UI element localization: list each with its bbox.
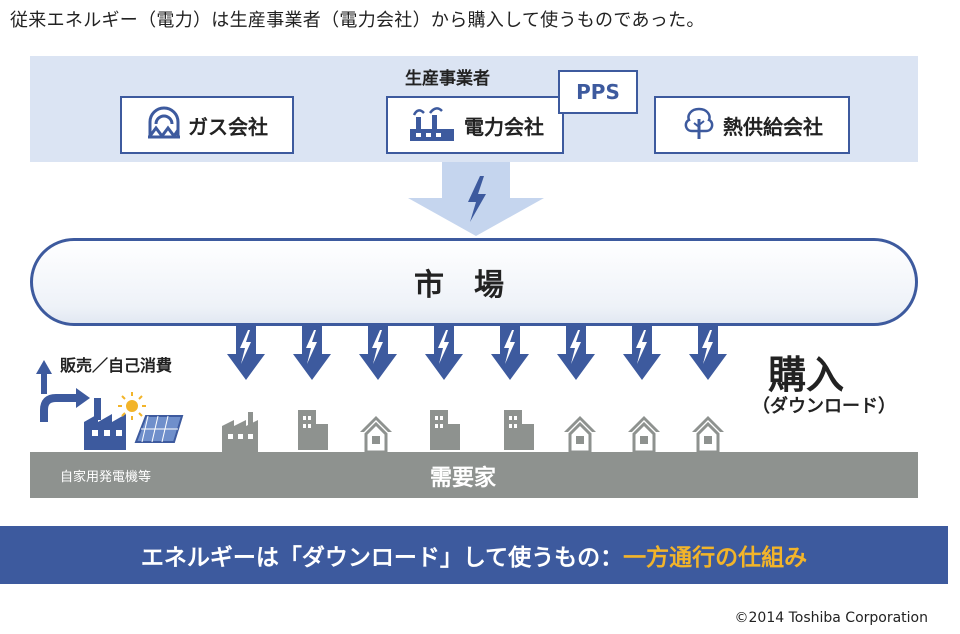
banner-main-text: エネルギーは「ダウンロード」して使うもの：	[140, 545, 624, 571]
download-arrow-5	[491, 324, 529, 380]
download-arrow-2	[293, 324, 331, 380]
demand-label: 需要家	[430, 466, 497, 491]
house-icon	[360, 416, 392, 454]
purchase-sublabel: （ダウンロード）	[752, 396, 896, 417]
factory-icon	[222, 412, 258, 452]
gas-tank-icon	[146, 106, 182, 145]
house-icon	[692, 416, 724, 454]
house-icon	[564, 416, 596, 454]
gas-company-label: ガス会社	[188, 114, 268, 139]
house-icon	[628, 416, 660, 454]
self-generation-label: 自家用発電機等	[60, 470, 152, 485]
producer-title: 生産事業者	[405, 69, 490, 89]
download-arrow-7	[623, 324, 661, 380]
market: 市場	[30, 238, 918, 326]
self-generation-icon	[84, 392, 184, 450]
power-company-box: 電力会社	[386, 96, 564, 154]
download-arrow-4	[425, 324, 463, 380]
download-arrow-8	[689, 324, 727, 380]
power-plant-icon	[406, 103, 458, 148]
power-company-label: 電力会社	[464, 114, 544, 139]
gas-company-box: ガス会社	[120, 96, 294, 154]
building-icon	[298, 410, 328, 450]
tree-icon	[681, 105, 717, 146]
heat-company-box: 熱供給会社	[654, 96, 850, 154]
self-sale-arrow-icon	[36, 360, 90, 422]
lightning-icon	[468, 176, 486, 222]
demand-band	[30, 452, 918, 498]
purchase-label: 購入	[768, 353, 845, 397]
caption: 従来エネルギー（電力）は生産事業者（電力会社）から購入して使うものであった。	[10, 10, 705, 31]
download-arrow-3	[359, 324, 397, 380]
supply-arrow	[408, 162, 544, 236]
self-sale-label: 販売／自己消費	[60, 356, 173, 375]
download-arrow-6	[557, 324, 595, 380]
heat-company-label: 熱供給会社	[723, 114, 823, 139]
pps-box: PPS	[558, 70, 638, 114]
building-icon	[430, 410, 460, 450]
download-arrow-1	[227, 324, 265, 380]
building-icon	[504, 410, 534, 450]
copyright: ©2014 Toshiba Corporation	[734, 610, 929, 626]
banner-highlight-text: 一方通行の仕組み	[623, 545, 808, 571]
summary-banner: エネルギーは「ダウンロード」して使うもの：一方通行の仕組み	[0, 526, 948, 584]
